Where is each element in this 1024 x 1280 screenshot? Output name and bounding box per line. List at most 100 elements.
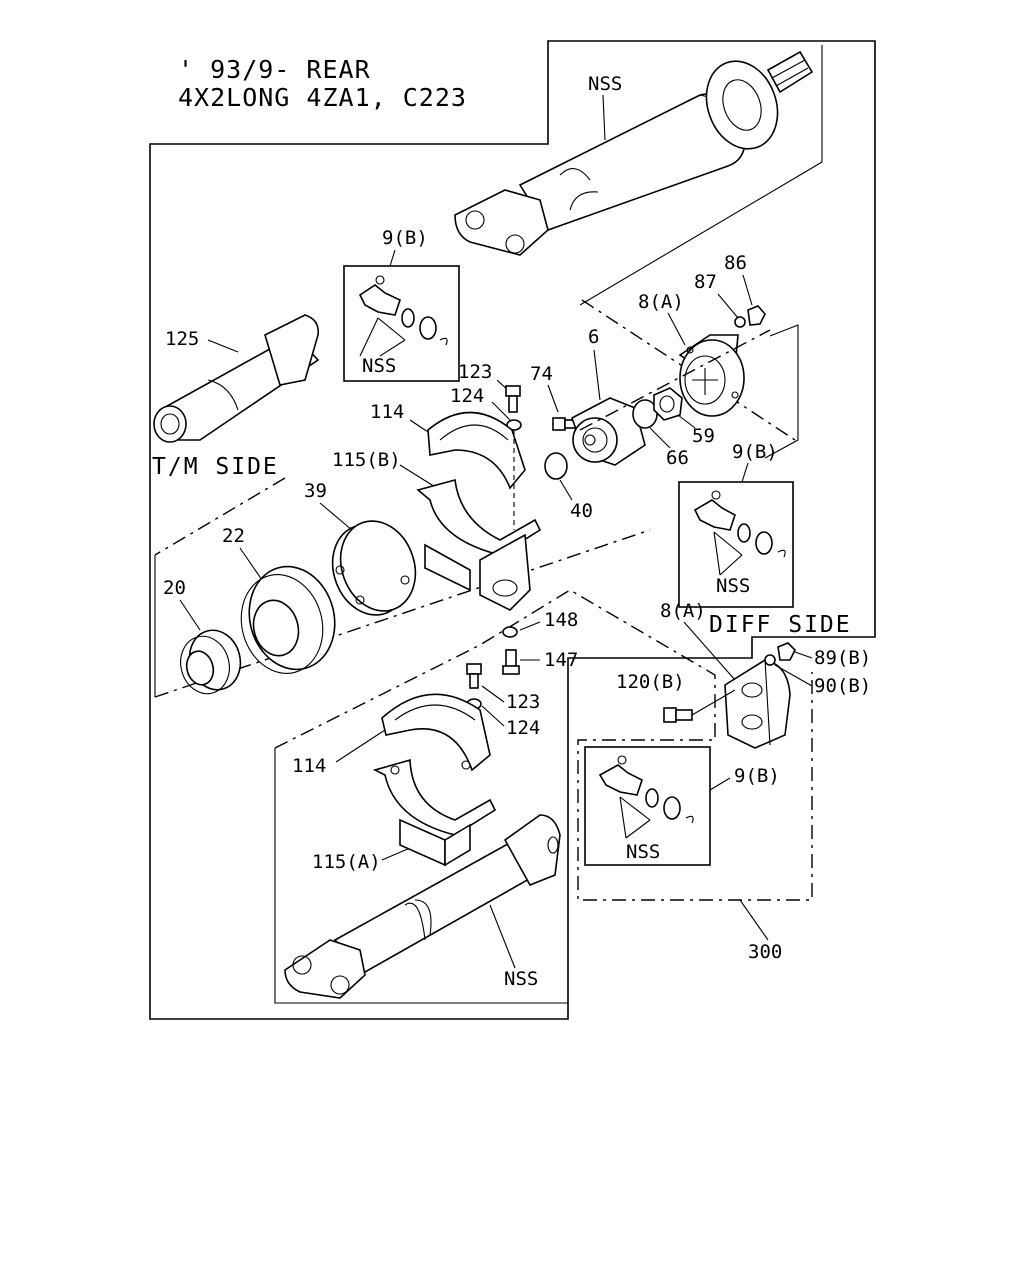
leader-line	[381, 847, 411, 861]
lower-shaft-frame	[274, 748, 568, 1004]
leader-line	[179, 599, 201, 631]
washer-87	[734, 316, 746, 328]
leader-line	[739, 899, 769, 941]
label-p124-top: 124	[450, 385, 484, 407]
lower-propeller-shaft	[284, 814, 561, 999]
leader-line	[709, 777, 731, 791]
label-p115b: 115(B)	[332, 449, 401, 471]
leader-line	[559, 479, 573, 501]
boundary-line	[154, 477, 286, 556]
leader-line	[717, 293, 739, 319]
leader-line	[491, 401, 511, 421]
label-p6: 6	[588, 326, 599, 348]
label-9b-right: 9(B)	[732, 441, 778, 463]
washer-90b	[764, 654, 776, 666]
label-p123-top: 123	[458, 361, 492, 383]
leader-line	[207, 339, 239, 353]
main-frame	[149, 40, 876, 1020]
leader-line	[794, 651, 813, 659]
slip-yoke-125	[153, 314, 320, 443]
leader-line	[774, 664, 813, 687]
header-line-2: 4X2LONG 4ZA1, C223	[178, 83, 467, 112]
bolt-120b	[663, 707, 693, 723]
label-p123-bottom: 123	[506, 691, 540, 713]
leader-line	[389, 249, 396, 267]
tm-side-label: T/M SIDE	[152, 454, 279, 480]
ujoint-kit-box-right	[678, 481, 794, 608]
label-nss-box-bottom-right: NSS	[626, 841, 660, 863]
top-propeller-shaft	[454, 50, 814, 256]
label-nss-box-right: NSS	[716, 575, 750, 597]
label-nss-top: NSS	[588, 73, 622, 95]
label-p124-bottom: 124	[506, 717, 540, 739]
label-p300: 300	[748, 941, 782, 963]
label-8a-top: 8(A)	[638, 291, 684, 313]
leader-line	[667, 312, 686, 346]
label-p20: 20	[163, 577, 186, 599]
leader-line	[649, 427, 671, 449]
bracket-115b	[416, 478, 542, 611]
leader-line	[741, 462, 749, 483]
bracket-114-bottom	[381, 693, 491, 772]
header-line-1: ' 93/9- REAR	[178, 55, 371, 84]
top-shaft-frame	[579, 45, 823, 306]
label-nss-box-top-left: NSS	[362, 355, 396, 377]
nut-89b	[777, 642, 796, 661]
leader-line	[742, 274, 753, 306]
label-9b-top-left: 9(B)	[382, 227, 428, 249]
label-p86: 86	[724, 252, 747, 274]
label-p115a: 115(A)	[312, 851, 381, 873]
flange-yoke-8a-top	[678, 334, 745, 417]
label-p22: 22	[222, 525, 245, 547]
label-p59: 59	[692, 425, 715, 447]
bracket-band-39	[331, 520, 417, 616]
leader-line	[683, 621, 736, 681]
bearing-group-frame	[764, 324, 799, 459]
label-p90b: 90(B)	[814, 675, 871, 697]
cushion-rubber-22	[240, 565, 336, 674]
label-p87: 87	[694, 271, 717, 293]
bracket-115a	[372, 758, 497, 867]
label-p114-top: 114	[370, 401, 404, 423]
leader-line	[519, 621, 541, 631]
label-p74: 74	[530, 363, 553, 385]
leader-line	[319, 502, 353, 531]
ujoint-kit-icon	[358, 275, 448, 357]
leader-line	[691, 689, 736, 716]
nut-86	[747, 305, 766, 326]
label-nss-bottom: NSS	[504, 968, 538, 990]
alignment-line	[579, 329, 771, 431]
label-p148: 148	[544, 609, 578, 631]
label-p120b: 120(B)	[616, 671, 685, 693]
label-p66: 66	[666, 447, 689, 469]
leader-line	[335, 729, 386, 763]
bracket-114-top	[427, 411, 526, 490]
ujoint-kit-box-top-left	[343, 265, 460, 382]
label-9b-bottom-right: 9(B)	[734, 765, 780, 787]
label-p147: 147	[544, 649, 578, 671]
leader-line	[481, 705, 505, 727]
ujoint-kit-icon	[693, 490, 786, 576]
label-p125: 125	[165, 328, 199, 350]
diff-side-label: DIFF SIDE	[709, 612, 852, 638]
ujoint-kit-icon	[598, 755, 694, 839]
label-8a-bottom: 8(A)	[660, 600, 706, 622]
leader-line	[677, 414, 696, 429]
leader-line	[239, 547, 263, 581]
washer-148	[502, 626, 518, 638]
label-p89b: 89(B)	[814, 647, 871, 669]
center-bearing-20	[180, 629, 242, 695]
leader-line	[547, 384, 559, 413]
label-p40: 40	[570, 500, 593, 522]
flange-6	[571, 397, 646, 466]
label-p39: 39	[304, 480, 327, 502]
leader-line	[602, 94, 606, 141]
flange-yoke-8a-bottom	[724, 659, 791, 749]
ujoint-kit-box-bottom-right	[584, 746, 711, 866]
bolt-123-top	[505, 385, 521, 413]
leader-line	[593, 349, 601, 401]
label-p114-bottom: 114	[292, 755, 326, 777]
ring-40	[544, 452, 568, 480]
leader-line	[489, 904, 516, 969]
